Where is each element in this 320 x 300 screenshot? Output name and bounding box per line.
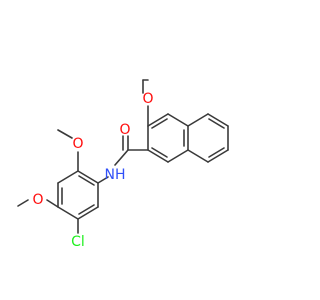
bond (167, 113, 189, 127)
bond (77, 170, 99, 184)
bond (97, 176, 109, 184)
atom-label-layer: O NH O O O Cl (32, 91, 153, 250)
bond (57, 129, 73, 139)
bond (77, 206, 99, 220)
bond (78, 175, 95, 186)
bond (57, 170, 79, 184)
atom-label-oxygen: O (142, 91, 153, 107)
molecule-structure: O NH O O O Cl (17, 79, 229, 250)
bond (207, 113, 229, 127)
bond (114, 149, 129, 166)
bond-layer (17, 79, 229, 234)
atom-label-oxygen: O (72, 136, 83, 152)
bond (207, 149, 229, 163)
bond (57, 206, 79, 220)
bond (17, 199, 29, 207)
atom-label-oxygen: O (119, 122, 130, 138)
bond (147, 113, 169, 127)
bond (78, 204, 95, 215)
bond (187, 149, 209, 163)
bond (151, 147, 168, 158)
bond (151, 118, 168, 129)
bond (208, 147, 225, 158)
atom-label-oxygen: O (32, 192, 43, 208)
bond (167, 149, 189, 163)
bond (147, 149, 169, 163)
bond (208, 118, 225, 129)
atom-label-nitrogen: NH (105, 167, 126, 183)
atom-label-chlorine: Cl (71, 234, 85, 250)
bond (46, 199, 59, 208)
bond (187, 113, 209, 127)
